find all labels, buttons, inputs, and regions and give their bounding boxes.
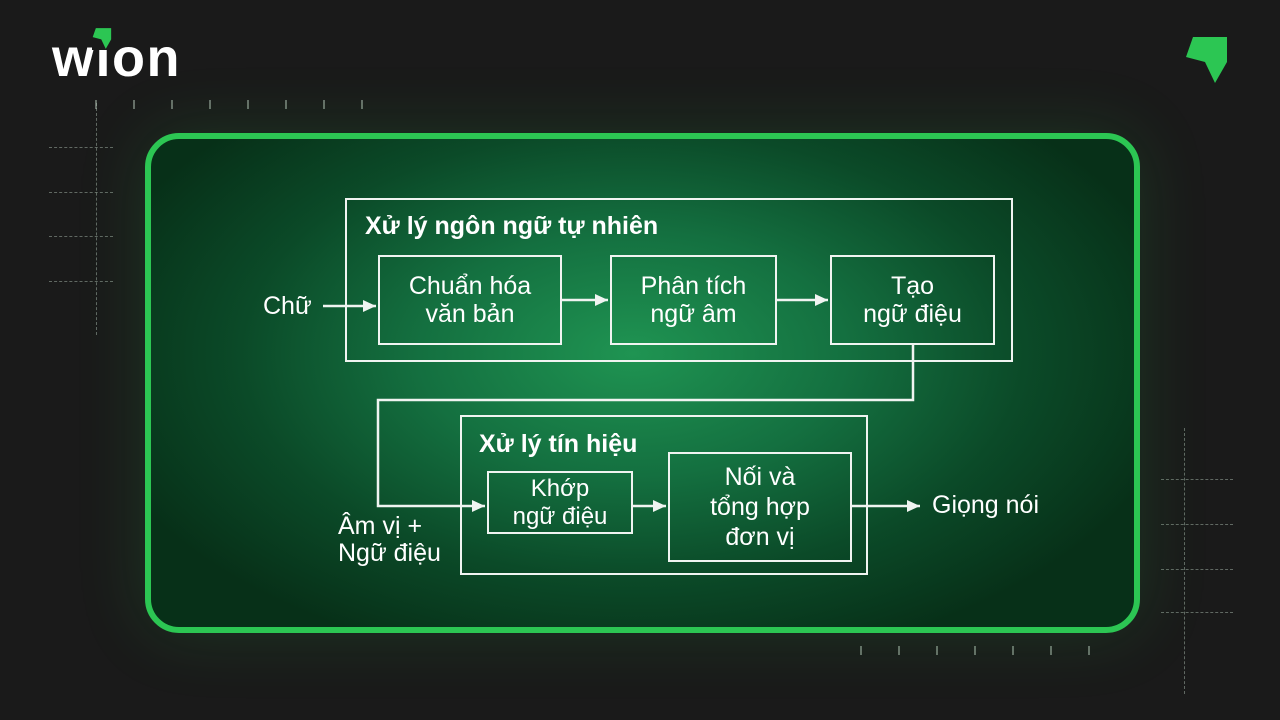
node-label-line: Nối và: [724, 463, 796, 491]
node-intonation-generation: Tạo ngữ điệu: [830, 255, 995, 345]
tick-row-top: [95, 100, 390, 109]
node-label-line: ngữ âm: [650, 300, 737, 328]
dashed-line-right-vertical: [1184, 428, 1185, 694]
intermediate-label-line1: Âm vị +: [338, 512, 423, 540]
intermediate-label-line2: Ngữ điệu: [338, 539, 441, 567]
node-label-line: ngữ điệu: [863, 300, 962, 328]
node-text-normalization: Chuẩn hóa văn bản: [378, 255, 562, 345]
dashed-line-left-3: [49, 236, 113, 237]
node-intonation-matching: Khớp ngữ điệu: [487, 471, 633, 534]
wion-swoosh-icon: [92, 28, 112, 49]
dashed-line-left-4: [49, 281, 113, 282]
dashed-line-right-2: [1161, 524, 1233, 525]
nlp-group-title: Xử lý ngôn ngữ tự nhiên: [365, 212, 659, 240]
input-label: Chữ: [263, 292, 312, 320]
wion-logo-text: wion: [52, 28, 181, 88]
dashed-line-left-vertical: [96, 103, 97, 335]
node-label-line: đơn vị: [725, 523, 795, 551]
dashed-line-right-1: [1161, 479, 1233, 480]
node-label-line: Tạo: [890, 272, 935, 300]
dashed-line-right-4: [1161, 612, 1233, 613]
output-label: Giọng nói: [932, 491, 1040, 519]
node-label-line: văn bản: [425, 300, 515, 328]
node-label-line: ngữ điệu: [512, 502, 608, 530]
wion-logo: wion: [52, 28, 181, 88]
dashed-line-left-1: [49, 147, 113, 148]
node-label-line: tổng hợp: [710, 493, 810, 521]
dashed-line-left-2: [49, 192, 113, 193]
intermediate-label: Âm vị + Ngữ điệu: [338, 513, 441, 567]
node-phonetic-analysis: Phân tích ngữ âm: [610, 255, 777, 345]
signal-group-title: Xử lý tín hiệu: [479, 430, 638, 458]
node-label-line: Chuẩn hóa: [408, 272, 532, 300]
dashed-line-right-3: [1161, 569, 1233, 570]
node-label-line: Khớp: [530, 474, 590, 502]
tick-row-bottom: [860, 646, 1110, 655]
wion-arrow-icon: [1186, 37, 1227, 83]
node-unit-concatenation-synthesis: Nối và tổng hợp đơn vị: [668, 452, 852, 562]
node-label-line: Phân tích: [640, 272, 747, 300]
